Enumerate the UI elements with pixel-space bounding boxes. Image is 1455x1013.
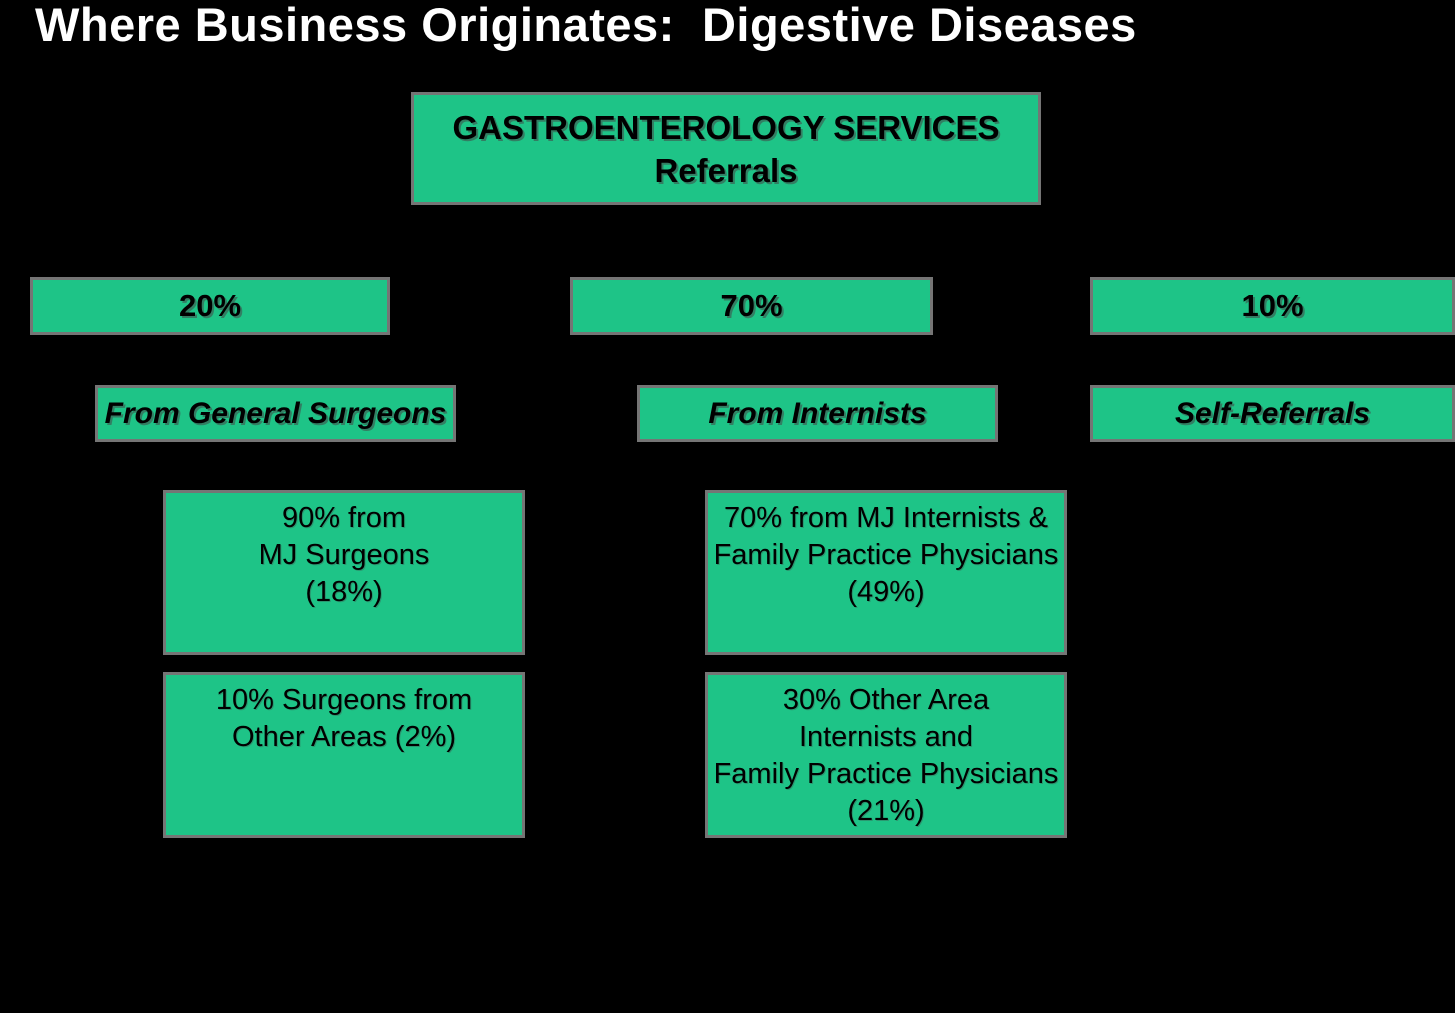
source-box-general-surgeons: From General Surgeons: [95, 385, 456, 442]
detail-label-other-area-internists: 30% Other Area Internists and Family Pra…: [713, 684, 1059, 827]
detail-label-mj-internists: 70% from MJ Internists & Family Practice…: [713, 502, 1059, 608]
source-label-self-referrals: Self-Referrals: [1174, 396, 1371, 430]
page-title: Where Business Originates: Digestive Dis…: [35, 0, 1137, 51]
source-box-self-referrals: Self-Referrals: [1090, 385, 1455, 442]
detail-label-mj-surgeons: 90% from MJ Surgeons (18%): [258, 502, 430, 608]
detail-box-mj-surgeons: 90% from MJ Surgeons (18%): [163, 490, 525, 655]
percent-box-self-referrals: 10%: [1090, 277, 1455, 335]
percent-box-general-surgeons: 20%: [30, 277, 390, 335]
source-label-general-surgeons: From General Surgeons: [104, 396, 447, 430]
detail-label-other-area-surgeons: 10% Surgeons from Other Areas (2%): [215, 684, 473, 753]
detail-box-other-area-internists: 30% Other Area Internists and Family Pra…: [705, 672, 1067, 838]
source-label-internists: From Internists: [708, 396, 927, 430]
percent-label-general-surgeons: 20%: [178, 288, 242, 323]
detail-box-other-area-surgeons: 10% Surgeons from Other Areas (2%): [163, 672, 525, 838]
detail-box-mj-internists: 70% from MJ Internists & Family Practice…: [705, 490, 1067, 655]
root-box-label: GASTROENTEROLOGY SERVICES Referrals: [452, 108, 1000, 189]
root-box-gastroenterology-services: GASTROENTEROLOGY SERVICES Referrals: [411, 92, 1041, 205]
source-box-internists: From Internists: [637, 385, 998, 442]
percent-label-self-referrals: 10%: [1241, 288, 1304, 323]
percent-box-internists: 70%: [570, 277, 933, 335]
percent-label-internists: 70%: [720, 288, 783, 323]
